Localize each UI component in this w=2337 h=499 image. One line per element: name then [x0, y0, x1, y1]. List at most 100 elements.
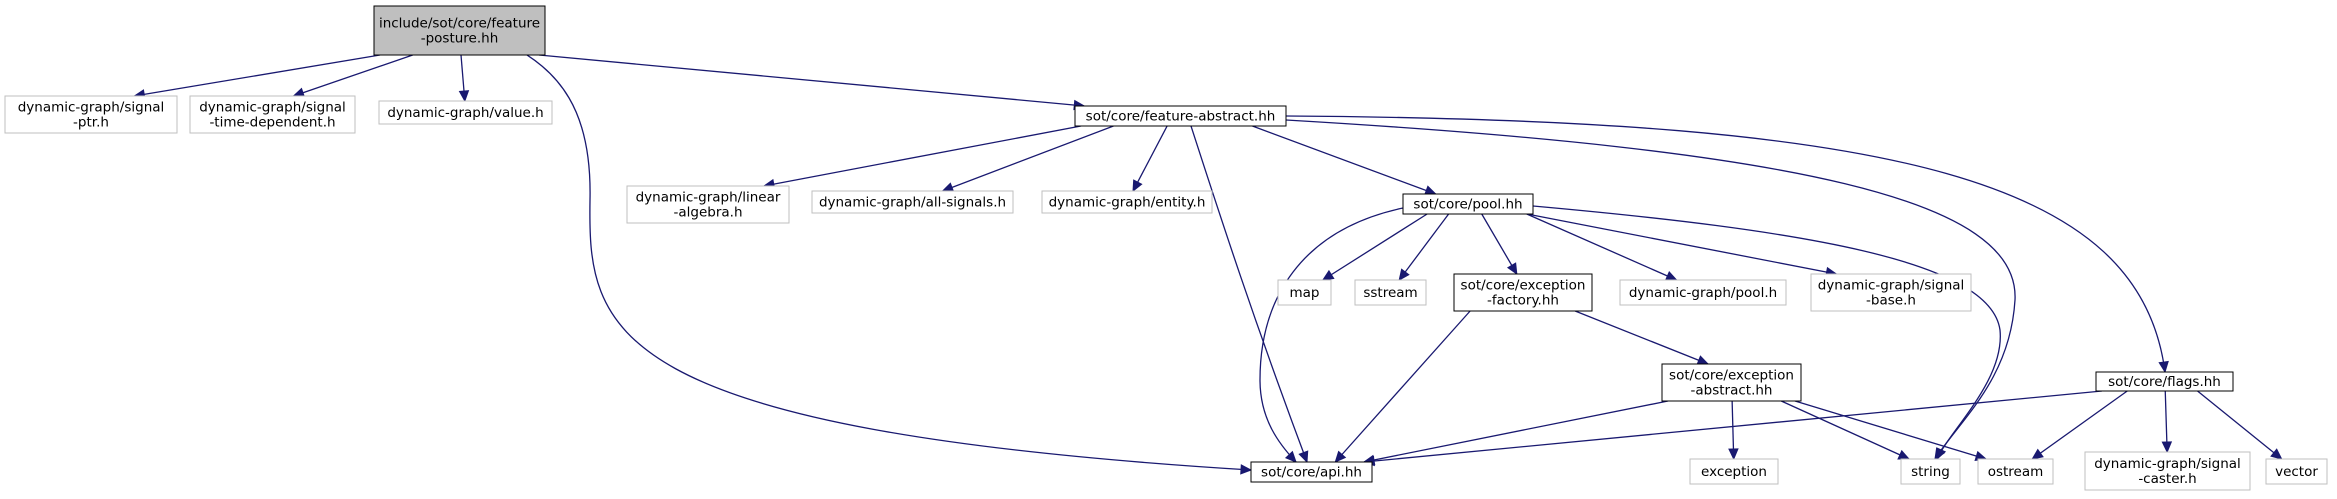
arrowhead	[1284, 450, 1297, 463]
node-label: exception	[1701, 464, 1767, 480]
edge-pool-to-exc_factory	[1481, 213, 1518, 276]
edge-line	[505, 42, 1252, 471]
node-box	[2265, 458, 2328, 485]
edge-posture-to-signal_td	[292, 54, 413, 98]
edge-line	[1532, 205, 2001, 460]
arrowhead	[1132, 179, 1143, 193]
node-signal_td: dynamic-graph/signal-time-dependent.h	[189, 95, 356, 134]
node-exc_abstract[interactable]: sot/core/exception-abstract.hh	[1661, 363, 1802, 402]
node-box	[2084, 451, 2251, 491]
node-label: dynamic-graph/entity.h	[1049, 195, 1206, 211]
node-label: -time-dependent.h	[209, 115, 335, 131]
node-box	[1453, 273, 1593, 312]
arrowhead	[1423, 185, 1437, 196]
node-box	[1689, 458, 1779, 485]
node-label: dynamic-graph/signal	[2094, 456, 2241, 472]
edge-pool-to-sstream	[1398, 213, 1450, 281]
node-entity: dynamic-graph/entity.h	[1041, 190, 1213, 214]
node-label: -posture.hh	[421, 31, 499, 47]
node-exception: exception	[1689, 458, 1779, 485]
edge-exc_factory-to-exc_abstract	[1574, 310, 1710, 366]
arrowhead	[1240, 464, 1253, 475]
edge-feat_abs-to-flags	[1285, 115, 2169, 374]
arrowhead	[458, 90, 470, 103]
edge-exc_factory-to-api	[1334, 310, 1471, 463]
arrowhead	[1728, 448, 1739, 461]
node-signal_base: dynamic-graph/signal-base.h	[1810, 273, 1972, 312]
node-box	[1354, 279, 1427, 306]
arrowhead	[1321, 269, 1335, 281]
node-api[interactable]: sot/core/api.hh	[1250, 461, 1373, 483]
edge-line	[1526, 213, 1837, 275]
node-label: ostream	[1988, 464, 2044, 480]
node-flags[interactable]: sot/core/flags.hh	[2095, 371, 2234, 392]
arrowhead	[1506, 262, 1518, 276]
node-label: -factory.hh	[1487, 293, 1559, 309]
edge-exc_abstract-to-ostream	[1794, 400, 1988, 461]
node-label: string	[1911, 464, 1950, 480]
node-label: include/sot/core/feature	[379, 16, 540, 32]
node-posture[interactable]: include/sot/core/feature-posture.hh	[373, 5, 546, 56]
node-label: sstream	[1363, 285, 1417, 301]
nodes-layer: include/sot/core/feature-posture.hh dynam…	[4, 5, 2328, 491]
node-box	[1277, 279, 1332, 306]
edge-exc_abstract-to-api	[1362, 400, 1669, 466]
node-label: sot/core/exception	[1461, 278, 1586, 294]
edge-pool-to-dg_pool	[1526, 213, 1678, 281]
arrowhead	[2270, 448, 2283, 460]
node-box	[378, 100, 553, 125]
node-label: sot/core/feature-abstract.hh	[1086, 109, 1276, 125]
edge-line	[1363, 400, 1669, 463]
edge-posture-to-signal_ptr	[133, 54, 381, 100]
edge-line	[538, 54, 1085, 107]
edge-line	[1132, 125, 1168, 192]
node-box	[189, 95, 356, 134]
node-label: sot/core/pool.hh	[1413, 197, 1522, 213]
node-label: dynamic-graph/linear	[636, 190, 781, 206]
edge-line	[1398, 213, 1450, 281]
node-linalg: dynamic-graph/linear-algebra.h	[626, 185, 790, 224]
node-label: -algebra.h	[673, 205, 742, 221]
node-label: -base.h	[1866, 293, 1916, 309]
edge-pool-to-signal_base	[1526, 213, 1838, 278]
edges-layer	[133, 42, 2283, 475]
node-label: -caster.h	[2138, 471, 2196, 487]
node-box	[1810, 273, 1972, 312]
edge-line	[2031, 390, 2128, 460]
arrowhead	[941, 182, 955, 193]
node-box	[373, 5, 546, 56]
node-pool[interactable]: sot/core/pool.hh	[1402, 193, 1534, 215]
node-feat_abs[interactable]: sot/core/feature-abstract.hh	[1074, 105, 1287, 127]
edge-line	[1285, 119, 2016, 460]
edge-posture-to-value	[458, 54, 470, 103]
arrowhead	[2158, 360, 2169, 374]
arrowhead	[2031, 448, 2044, 460]
edge-pool-to-map	[1321, 213, 1428, 281]
edge-line	[134, 54, 381, 97]
node-label: dynamic-graph/signal	[199, 100, 346, 116]
edge-line	[1481, 213, 1518, 275]
edge-flags-to-vector	[2197, 390, 2283, 460]
edge-line	[763, 125, 1082, 187]
edge-line	[1285, 115, 2166, 373]
node-vector: vector	[2265, 458, 2328, 485]
node-label: dynamic-graph/pool.h	[1629, 285, 1777, 301]
node-label: dynamic-graph/value.h	[387, 105, 543, 121]
edge-feat_abs-to-pool	[1252, 125, 1437, 196]
edge-flags-to-ostream	[2031, 390, 2128, 460]
edge-line	[1574, 310, 1709, 365]
edge-line	[2197, 390, 2283, 460]
node-exc_factory[interactable]: sot/core/exception-factory.hh	[1453, 273, 1593, 312]
edge-line	[1780, 400, 1910, 460]
node-label: -ptr.h	[73, 115, 109, 131]
edge-line	[293, 54, 413, 97]
edge-posture-to-api	[505, 42, 1253, 475]
arrowhead	[1897, 449, 1911, 460]
edge-line	[1363, 390, 2103, 463]
node-label: dynamic-graph/signal	[1818, 278, 1965, 294]
edge-line	[1334, 310, 1471, 463]
node-label: sot/core/exception	[1669, 368, 1794, 384]
edge-exc_abstract-to-exception	[1728, 400, 1739, 461]
node-label: dynamic-graph/all-signals.h	[819, 195, 1006, 211]
